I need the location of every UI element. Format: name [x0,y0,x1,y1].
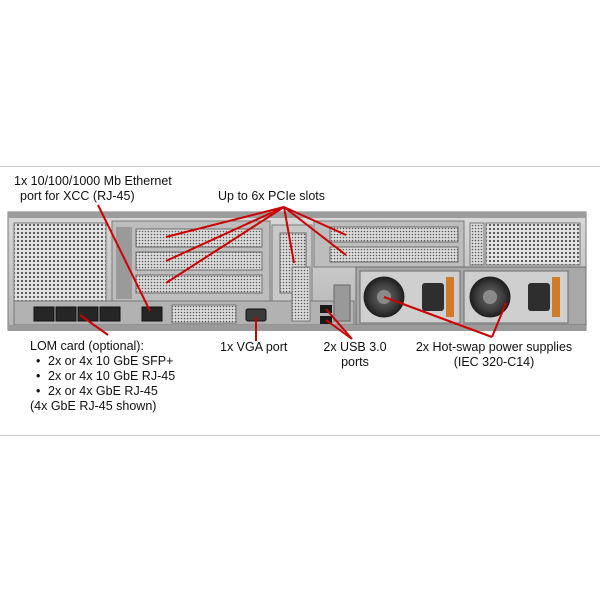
callout-lom [79,314,109,336]
label-psu-line-2: (IEC 320-C14) [453,355,535,369]
callout-psu-1 [383,296,493,338]
callout-xcc [97,204,151,312]
right-vent [485,222,581,266]
psu-2-connector [528,283,550,311]
io-vent [171,304,237,324]
psu-1-handle [446,277,454,317]
vent-strip [469,222,485,266]
label-usb-line-1: 2x USB 3.0 [323,340,387,354]
label-vga-port: 1x VGA port [220,340,288,354]
callout-lines [79,204,507,341]
callout-pcie-1 [165,206,285,238]
left-vent [13,222,107,302]
lom-port-3 [77,306,99,322]
callout-pcie-2 [165,206,285,262]
label-lom-title: LOM card (optional): [30,339,144,353]
pcie-slot-cover-5 [329,226,459,243]
lom-option: 2x or 4x GbE RJ-45 [30,384,175,399]
callout-pcie-3 [165,206,285,284]
label-usb-ports: 2x USB 3.0 ports [320,340,390,370]
callout-psu-2 [491,302,507,338]
psu-1-connector [422,283,444,311]
server-rear-diagram: 1x 10/100/1000 Mb Ethernet port for XCC … [0,166,600,436]
lom-options-list: 2x or 4x 10 GbE SFP+ 2x or 4x 10 GbE RJ-… [30,354,175,399]
mid-vent [291,266,311,322]
lom-option: 2x or 4x 10 GbE RJ-45 [30,369,175,384]
label-xcc-port-line-2: port for XCC (RJ-45) [20,189,135,203]
lom-option: 2x or 4x 10 GbE SFP+ [30,354,175,369]
callout-pcie-5 [283,206,347,236]
label-lom-note: (4x GbE RJ-45 shown) [30,399,157,413]
lom-port-1 [33,306,55,322]
chassis-bottom-rail [8,325,586,331]
lom-port-2 [55,306,77,322]
chassis-top-edge [8,212,586,218]
callout-usb-1 [325,308,353,340]
xcc-port [141,306,163,322]
callout-pcie-6 [283,206,347,256]
callout-pcie-4 [283,206,295,264]
riser-bracket [116,227,132,299]
label-xcc-port-line-1: 1x 10/100/1000 Mb Ethernet [14,174,172,188]
callout-usb-2 [325,319,353,340]
lom-port-4 [99,306,121,322]
label-power-supplies: 2x Hot-swap power supplies (IEC 320-C14) [406,340,582,370]
label-pcie-slots: Up to 6x PCIe slots [218,189,325,203]
pcie-slot-cover-6 [329,246,459,263]
label-usb-line-2: ports [341,355,369,369]
label-xcc-port: 1x 10/100/1000 Mb Ethernet port for XCC … [14,174,172,204]
pcie-slot-cover-3 [135,274,263,294]
server-chassis [7,204,587,341]
psu-2-handle [552,277,560,317]
usb-housing [333,284,351,322]
label-lom-card: LOM card (optional): 2x or 4x 10 GbE SFP… [30,339,175,414]
pcie-slot-cover-1 [135,228,263,248]
label-psu-line-1: 2x Hot-swap power supplies [415,340,573,354]
